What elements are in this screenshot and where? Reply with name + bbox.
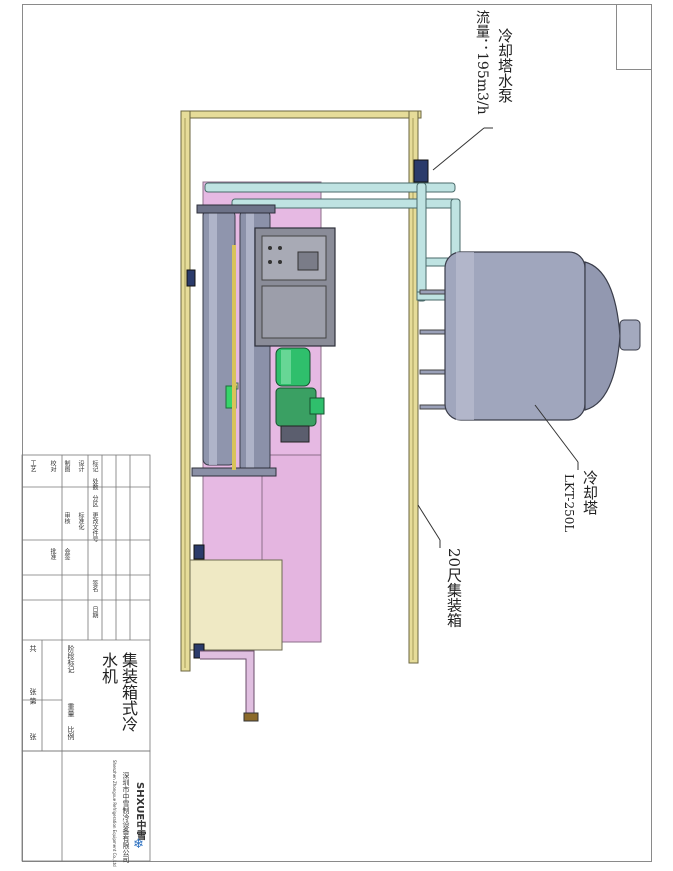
cell-standard: 标准化 [77, 512, 84, 530]
drawing-sheet-border [22, 4, 652, 862]
cell-total: 共 [29, 645, 37, 652]
cooling-tower-model-label: LKT-250L [562, 474, 576, 533]
control-cabinet [254, 227, 336, 347]
discharge-pipe [200, 650, 259, 722]
cell-change-doc: 更改文件号 [91, 512, 98, 542]
title-block [21, 454, 151, 862]
drawing-title-line2: 水机 [99, 652, 118, 684]
cell-page: 张 [29, 733, 37, 740]
cell-approve: 批准 [49, 548, 56, 560]
pump-flow-label: 流量：195m3/h [474, 10, 490, 115]
cell-craft: 工艺 [29, 460, 36, 472]
company-brand: SHXUE中雪 [134, 782, 145, 841]
water-tank-box [189, 559, 283, 651]
cooling-tower [419, 251, 641, 421]
cooling-tower-label: 冷却塔 [581, 470, 599, 515]
container-label: 20尺集装箱 [445, 548, 463, 628]
company-name-en: Shenzhen Zhongxue Refrigeration Equipmen… [112, 760, 117, 867]
cell-sheet: 张 第 [29, 688, 37, 705]
cell-zone: 分区 [91, 495, 98, 507]
leader-lines [417, 127, 579, 548]
cell-stage-mark: 阶段标记 [67, 645, 75, 673]
fittings [186, 159, 429, 659]
cell-mark: 标记 [91, 460, 98, 472]
water-pipes [204, 182, 461, 390]
revision-box [616, 4, 652, 70]
cell-weight: 重量 [67, 703, 75, 717]
compressor-pump [275, 347, 325, 443]
cell-qty: 处数 [91, 478, 98, 490]
cell-sign: 签名 [91, 580, 98, 592]
cell-countersign: 会签 [63, 548, 70, 560]
cell-review: 审核 [63, 512, 70, 524]
cell-design: 设计 [77, 460, 84, 472]
cell-proofread: 校对 [49, 460, 56, 472]
cell-date: 日期 [91, 606, 98, 618]
company-name-cn: 深圳市中雪制冷设备有限公司 [122, 772, 130, 863]
pump-name-label: 冷却塔水泵 [496, 28, 514, 103]
cell-drawn: 制图 [63, 460, 70, 472]
snowflake-icon: ❄ [133, 837, 144, 852]
cell-scale: 比例 [67, 726, 75, 740]
drawing-title-line1: 集装箱式冷 [119, 652, 138, 732]
